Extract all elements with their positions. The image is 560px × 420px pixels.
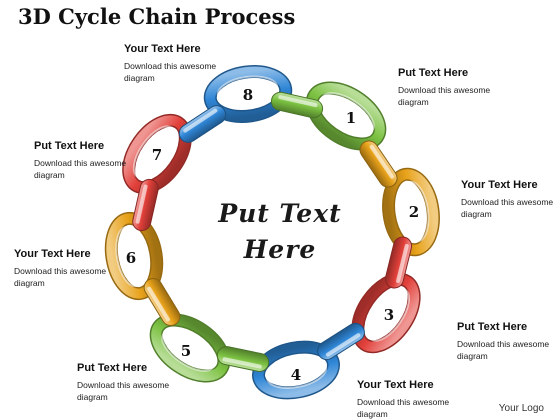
step-number-7: 7 xyxy=(152,146,162,164)
step-number-4: 4 xyxy=(291,366,301,384)
label-step-3-heading: Put Text Here xyxy=(457,321,528,333)
chain-link-7-highlight xyxy=(132,125,177,180)
chain-link-5-highlight xyxy=(161,329,216,372)
chain-link-8-ring xyxy=(205,66,291,122)
label-step-7: Put Text Here Download this awesome diag… xyxy=(34,139,164,181)
step-number-3: 3 xyxy=(384,306,394,324)
label-step-7-heading: Put Text Here xyxy=(34,140,105,152)
chain-link-1 xyxy=(305,81,387,151)
chain-link-2 xyxy=(382,167,440,257)
label-step-5-heading: Put Text Here xyxy=(77,362,148,374)
chain-connector-8-highlight xyxy=(278,95,318,108)
chain-link-6-highlight xyxy=(115,225,147,288)
chain-link-4-ring xyxy=(253,342,339,398)
chain-link-6 xyxy=(104,211,164,301)
label-step-8-heading: Your Text Here xyxy=(124,43,201,55)
chain-link-3-highlight xyxy=(366,287,411,342)
chain-link-4-highlight xyxy=(266,356,328,389)
chain-connector-5-highlight xyxy=(147,286,170,322)
chain-link-2-highlight xyxy=(398,180,430,243)
label-step-8-body: Download this awesome diagram xyxy=(124,61,217,83)
step-number-8: 8 xyxy=(243,86,253,104)
chain-connector-1-highlight xyxy=(369,144,394,179)
chain-link-5 xyxy=(149,313,231,383)
chain-connector-5-body xyxy=(143,277,181,327)
chain-connector-7-body xyxy=(178,105,227,143)
label-step-1-heading: Put Text Here xyxy=(398,67,469,79)
chain-link-8-highlight xyxy=(216,75,279,107)
chain-link-3-ring xyxy=(352,274,420,352)
slide-title: 3D Cycle Chain Process xyxy=(18,4,296,29)
label-step-6-body: Download this awesome diagram xyxy=(14,266,107,288)
chain-connector-2-highlight xyxy=(396,243,409,283)
step-number-2: 2 xyxy=(409,203,419,221)
label-step-2: Your Text Here Download this awesome dia… xyxy=(461,178,560,220)
chain-link-5-ring xyxy=(151,315,229,381)
center-text-line-1: Put Text xyxy=(218,199,342,228)
chain-connector-1 xyxy=(359,140,398,188)
chain-connector-7 xyxy=(178,105,227,143)
chain-link-1-highlight xyxy=(320,92,375,135)
label-step-1-body: Download this awesome diagram xyxy=(398,85,491,107)
center-text-line-2: Here xyxy=(243,235,317,264)
label-step-5: Put Text Here Download this awesome diag… xyxy=(77,361,207,403)
label-step-3-body: Download this awesome diagram xyxy=(457,339,550,361)
label-step-6: Your Text Here Download this awesome dia… xyxy=(14,247,144,289)
chain-connector-6-highlight xyxy=(135,184,148,224)
chain-link-3 xyxy=(351,272,421,354)
chain-connectors xyxy=(132,91,413,372)
logo-text: Your Logo xyxy=(498,403,544,414)
label-step-5-body: Download this awesome diagram xyxy=(77,380,170,402)
step-number-6: 6 xyxy=(126,249,136,267)
chain-connector-3 xyxy=(317,322,365,361)
chain-connector-1-body xyxy=(359,140,398,188)
label-step-2-heading: Your Text Here xyxy=(461,179,538,191)
label-step-6-heading: Your Text Here xyxy=(14,248,91,260)
chain-connector-8 xyxy=(270,91,324,119)
label-step-8: Your Text Here Download this awesome dia… xyxy=(124,42,254,84)
chain-connector-6 xyxy=(132,178,159,232)
label-step-1: Put Text Here Download this awesome diag… xyxy=(398,66,528,108)
step-number-5: 5 xyxy=(181,342,191,360)
label-step-2-body: Download this awesome diagram xyxy=(461,197,554,219)
label-step-4-body: Download this awesome diagram xyxy=(357,397,450,419)
chain-link-2-ring xyxy=(383,169,439,255)
chain-connector-2 xyxy=(384,236,413,289)
chain-connector-3-body xyxy=(317,322,365,361)
chain-connector-5 xyxy=(143,277,181,327)
chain-connector-4-highlight xyxy=(222,357,262,369)
label-step-4: Your Text Here Download this awesome dia… xyxy=(357,378,487,420)
chain-link-4 xyxy=(252,340,340,400)
label-step-3: Put Text Here Download this awesome diag… xyxy=(457,320,560,362)
center-text: Put Text Here xyxy=(190,196,370,268)
chain-connector-7-highlight xyxy=(183,108,218,133)
label-step-7-body: Download this awesome diagram xyxy=(34,158,127,180)
chain-link-8 xyxy=(203,65,293,123)
chain-link-1-ring xyxy=(307,83,385,149)
chain-connector-3-highlight xyxy=(325,333,361,357)
label-step-4-heading: Your Text Here xyxy=(357,379,434,391)
chain-link-6-ring xyxy=(106,213,162,299)
chain-connector-4 xyxy=(216,346,270,372)
step-number-1: 1 xyxy=(346,109,356,127)
